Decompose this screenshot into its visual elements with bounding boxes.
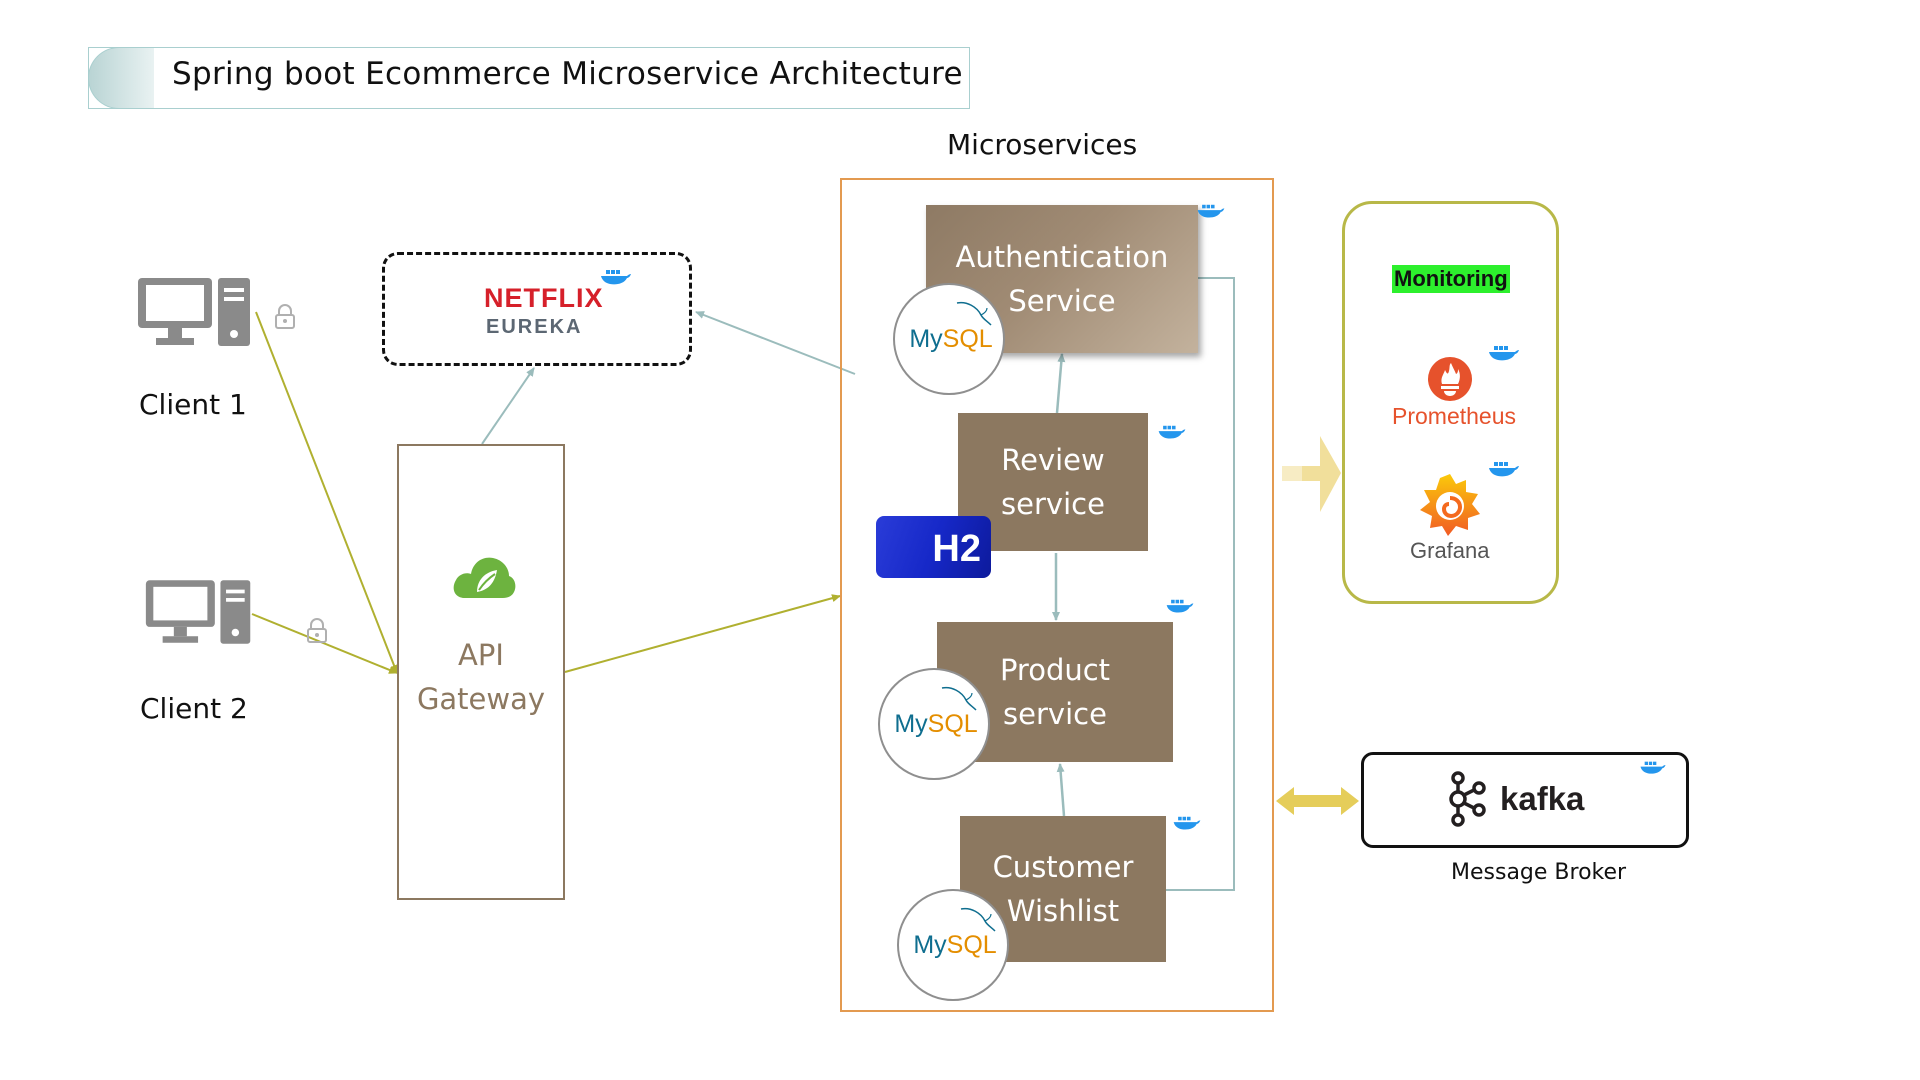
monitoring-block-arrow — [1282, 436, 1341, 512]
mysql-badge-wishlist: MySQL — [897, 889, 1009, 1001]
client1-to-gateway-arrow — [255, 311, 398, 674]
docker-whale-icon — [601, 270, 631, 285]
lock-icon — [307, 618, 327, 643]
grafana-swirl-icon — [1420, 474, 1480, 536]
microservices-title: Microservices — [947, 128, 1138, 161]
api-gateway-label: API Gateway — [416, 638, 546, 716]
netflix-brand-label: NETFLIX — [484, 283, 604, 313]
mysql-dolphin-icon — [960, 907, 996, 932]
desktop-computer-icon — [145, 580, 251, 644]
wishlist-to-auth-connector — [1166, 277, 1235, 891]
mysql-dolphin-icon — [956, 301, 992, 326]
docker-whale-icon — [1640, 761, 1666, 774]
mysql-badge-auth: MySQL — [893, 283, 1005, 395]
docker-whale-icon — [1489, 462, 1519, 477]
docker-whale-icon — [1489, 346, 1519, 361]
customer-wishlist-box: Customer Wishlist — [960, 816, 1166, 962]
client2-to-gateway-arrow — [251, 613, 398, 674]
api-gateway-box — [397, 444, 565, 900]
client-1-label: Client 1 — [139, 388, 247, 421]
client-2-label: Client 2 — [140, 692, 248, 725]
desktop-computer-icon — [138, 278, 250, 346]
docker-whale-icon — [1197, 204, 1225, 218]
page-title: Spring boot Ecommerce Microservice Archi… — [172, 56, 963, 92]
review-to-auth-arrow — [1055, 353, 1066, 414]
grafana-label: Grafana — [1410, 538, 1490, 563]
eureka-label: EUREKA — [486, 316, 583, 338]
kafka-double-arrow — [1276, 787, 1359, 815]
kafka-nodes-icon — [1449, 771, 1486, 827]
kafka-label: kafka — [1500, 780, 1585, 817]
lock-icon — [275, 304, 295, 329]
title-banner — [88, 47, 970, 109]
kafka-broker-box — [1361, 752, 1689, 848]
title-banner-cap — [88, 47, 154, 109]
docker-whale-icon — [1158, 425, 1186, 439]
message-broker-caption: Message Broker — [1451, 860, 1627, 885]
microservices-to-eureka-arrow — [695, 311, 856, 375]
h2-database-badge: H2 — [876, 516, 991, 578]
gateway-to-microservices-arrow — [564, 594, 841, 673]
eureka-registry-box — [382, 252, 692, 366]
mysql-badge-product: MySQL — [878, 668, 990, 780]
prometheus-flame-icon — [1428, 357, 1472, 401]
spring-leaf-icon — [453, 557, 516, 598]
mysql-dolphin-icon — [941, 686, 977, 711]
gateway-to-eureka-arrow — [481, 367, 535, 445]
microservices-panel — [840, 178, 1274, 1012]
prometheus-label: Prometheus — [1392, 403, 1517, 429]
docker-whale-icon — [1173, 816, 1201, 830]
monitoring-title: Monitoring — [1392, 265, 1510, 293]
wishlist-to-product-arrow — [1056, 763, 1066, 817]
docker-whale-icon — [1166, 599, 1194, 613]
